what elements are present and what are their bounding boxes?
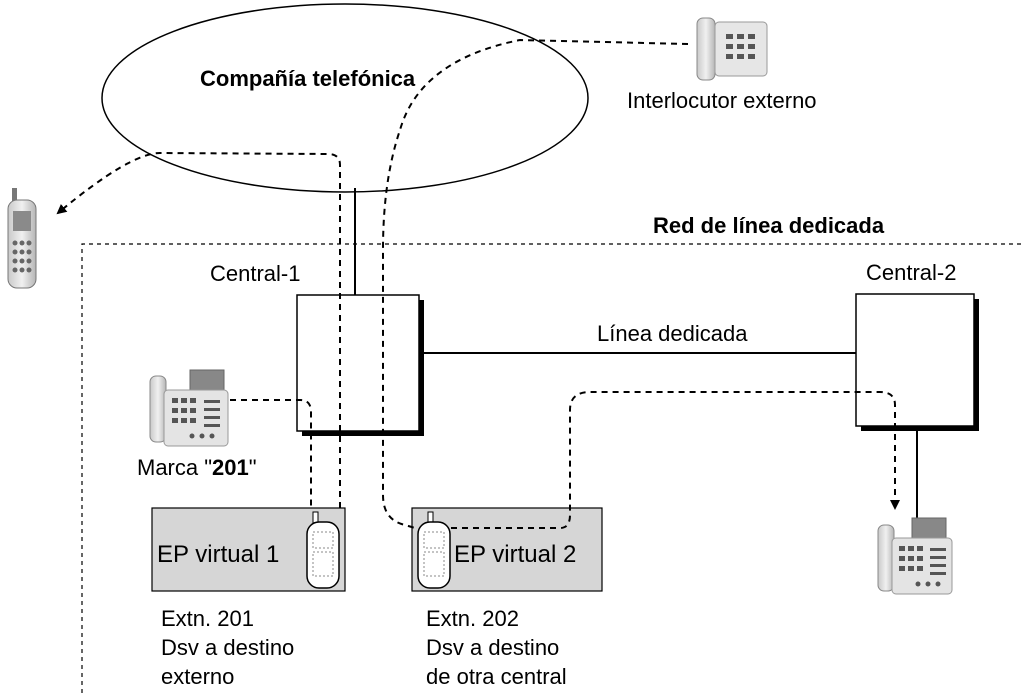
pbx2-box bbox=[855, 293, 975, 427]
ext1-forward: Dsv a destino bbox=[161, 635, 295, 660]
ext2-forward: Dsv a destino bbox=[426, 635, 560, 660]
pbx2-label: Central-2 bbox=[866, 260, 957, 285]
caller-phone-icon bbox=[149, 369, 229, 447]
dial-suffix: " bbox=[248, 455, 257, 480]
phone-company-label: Compañía telefónica bbox=[200, 66, 416, 91]
call-flow-to-external bbox=[56, 151, 341, 508]
destination-phone-icon bbox=[877, 517, 953, 595]
cordless-handset-icon bbox=[417, 511, 451, 589]
dial-instruction: Marca "201" bbox=[137, 455, 257, 481]
pbx1-label: Central-1 bbox=[210, 261, 301, 286]
vps2-label: EP virtual 2 bbox=[454, 541, 577, 568]
mobile-phone-icon bbox=[7, 188, 37, 289]
ext1-description: Extn. 201 Dsv a destino externo bbox=[161, 604, 294, 691]
ext1-target: externo bbox=[161, 664, 235, 689]
network-boundary bbox=[81, 243, 1025, 693]
ext2-description: Extn. 202 Dsv a destino de otra central bbox=[426, 604, 567, 691]
ext1-number: Extn. 201 bbox=[161, 606, 254, 631]
call-flow-from-external bbox=[382, 38, 689, 529]
desk-phone-icon bbox=[696, 17, 768, 81]
cordless-handset-icon bbox=[306, 511, 340, 589]
tie-line-label: Línea dedicada bbox=[597, 321, 748, 346]
ext2-number: Extn. 202 bbox=[426, 606, 519, 631]
call-flow-internal bbox=[230, 399, 312, 508]
external-party-label: Interlocutor externo bbox=[627, 88, 817, 113]
ext2-target: de otra central bbox=[426, 664, 567, 689]
pbx1-box bbox=[296, 294, 420, 432]
call-flow-to-pbx2 bbox=[440, 391, 900, 529]
network-title: Red de línea dedicada bbox=[653, 213, 885, 238]
phone-company-ellipse bbox=[101, 3, 589, 193]
dial-prefix: Marca " bbox=[137, 455, 213, 480]
dial-number: 201 bbox=[212, 455, 249, 480]
vps1-label: EP virtual 1 bbox=[157, 541, 280, 568]
